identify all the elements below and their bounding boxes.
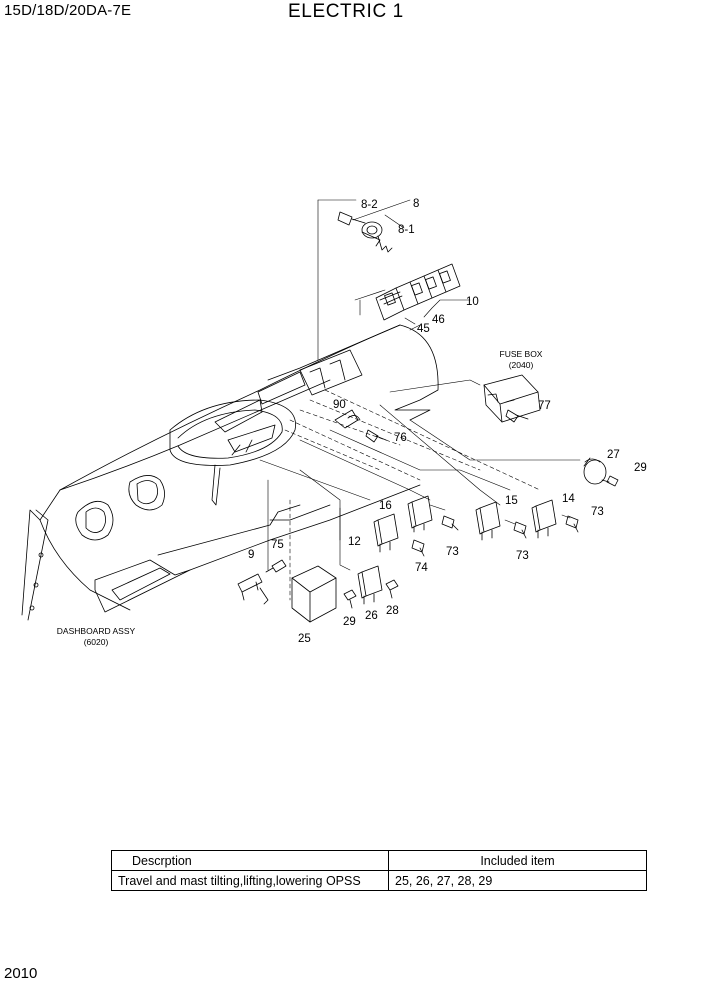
callout-26: 26 — [365, 610, 378, 622]
callout-73-right: 73 — [591, 506, 604, 518]
screw-part-74 — [411, 539, 425, 557]
control-module-part-25 — [291, 565, 337, 623]
callout-77: 77 — [538, 400, 551, 412]
screw-part-29b — [343, 589, 357, 609]
screw-part-73a — [441, 515, 459, 531]
callout-8-1: 8-1 — [398, 224, 415, 236]
relay-part-12 — [373, 513, 399, 553]
callout-28: 28 — [386, 605, 399, 617]
dashboard-label: DASHBOARD ASSY — [57, 626, 136, 636]
callout-29-bottom: 29 — [343, 616, 356, 628]
callout-29-top: 29 — [634, 462, 647, 474]
relay-part-14 — [531, 499, 557, 539]
callout-74: 74 — [415, 562, 428, 574]
model-code: 15D/18D/20DA-7E — [4, 2, 132, 19]
callout-9: 9 — [248, 549, 254, 561]
callout-10: 10 — [466, 296, 479, 308]
callout-8: 8 — [413, 198, 419, 210]
included-items-table: Descrption Included item Travel and mast… — [111, 850, 647, 891]
relay-part-16 — [407, 495, 433, 533]
fuse-box-ref: (2040) — [509, 360, 534, 370]
page-number: 2010 — [4, 965, 38, 982]
callout-46: 46 — [432, 314, 445, 326]
callout-8-2: 8-2 — [361, 199, 378, 211]
callout-15: 15 — [505, 495, 518, 507]
callout-27: 27 — [607, 449, 620, 461]
clamp-part-90 — [334, 409, 361, 429]
dashboard-panel — [21, 324, 439, 621]
fuse-box-label: FUSE BOX — [500, 349, 543, 359]
cell-description: Travel and mast tilting,lifting,lowering… — [111, 870, 389, 891]
table-header-row: Descrption Included item — [111, 850, 647, 871]
screw-part-29a — [601, 475, 619, 487]
callout-75: 75 — [271, 539, 284, 551]
screw-part-73c — [565, 515, 579, 533]
relay-part-26 — [357, 565, 383, 605]
callout-16: 16 — [379, 500, 392, 512]
callout-76: 76 — [394, 432, 407, 444]
part-callouts: 8 8-2 8-1 10 46 45 90 76 77 27 29 16 15 … — [248, 198, 647, 645]
callout-73-middle: 73 — [516, 550, 529, 562]
relay-part-15 — [475, 501, 501, 541]
callout-25: 25 — [298, 633, 311, 645]
table-row: Travel and mast tilting,lifting,lowering… — [111, 870, 647, 891]
screw-part-75 — [265, 559, 287, 573]
callout-73-left: 73 — [446, 546, 459, 558]
screw-part-77 — [505, 409, 529, 423]
reference-labels: FUSE BOX (2040) DASHBOARD ASSY (6020) — [57, 349, 543, 647]
buzzer-part-27 — [583, 457, 607, 485]
screw-part-28 — [385, 579, 399, 599]
bracket-part-9 — [237, 573, 269, 605]
leader-lines — [259, 199, 581, 601]
dashboard-ref: (6020) — [84, 637, 109, 647]
callout-90: 90 — [333, 399, 346, 411]
screw-part-73b — [513, 521, 527, 539]
page-title: ELECTRIC 1 — [288, 1, 404, 22]
switch-panel-part-10 — [375, 263, 461, 321]
header-included-item: Included item — [388, 850, 647, 871]
callout-14: 14 — [562, 493, 575, 505]
header-description: Descrption — [111, 850, 389, 871]
fuse-box — [483, 374, 541, 423]
ignition-switch-part-8 — [337, 211, 393, 253]
screw-part-76 — [365, 429, 387, 443]
callout-12: 12 — [348, 536, 361, 548]
cell-included-item: 25, 26, 27, 28, 29 — [388, 870, 647, 891]
callout-45: 45 — [417, 323, 430, 335]
